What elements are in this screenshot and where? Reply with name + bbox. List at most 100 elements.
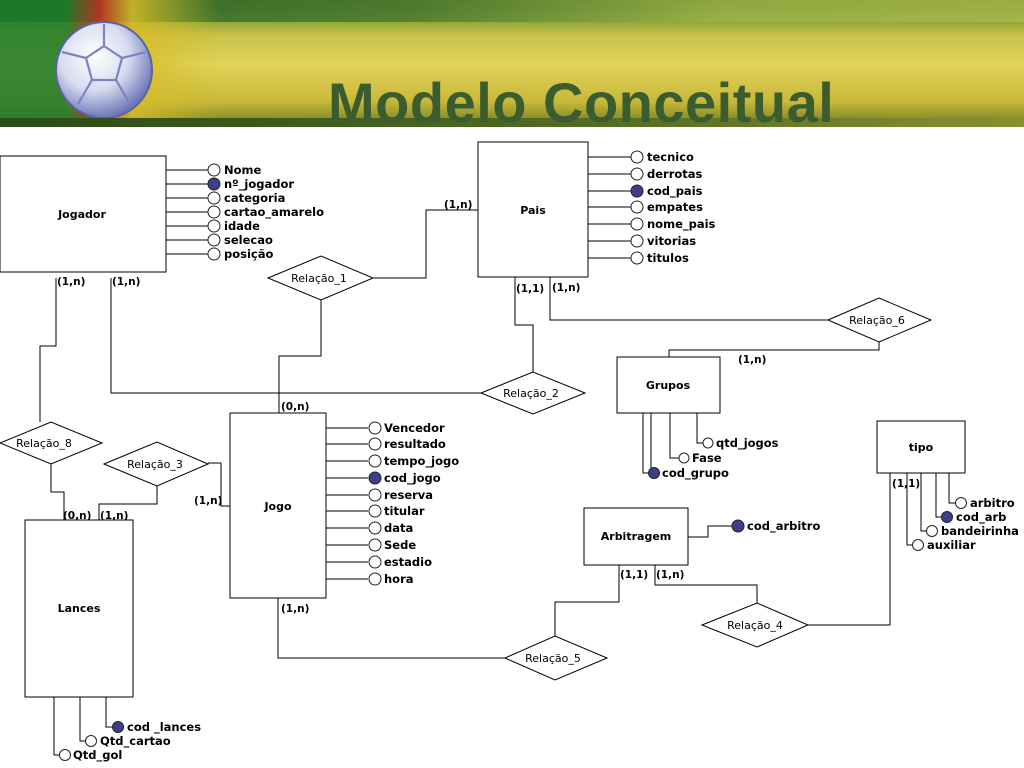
cardinality-label: (1,1) bbox=[620, 569, 648, 581]
attribute-label: categoria bbox=[224, 191, 285, 205]
cardinality-label: (1,n) bbox=[281, 603, 309, 615]
entity-name-grupos: Grupos bbox=[646, 379, 691, 392]
attribute-label: reserva bbox=[384, 488, 433, 502]
soccer-ball-icon bbox=[55, 21, 153, 119]
attribute-circle bbox=[207, 247, 221, 261]
key-attribute-circle bbox=[368, 471, 382, 485]
relationship-name: Relação_8 bbox=[16, 437, 72, 450]
cardinality-label: (1,n) bbox=[444, 199, 472, 211]
entity-jogador: Jogador bbox=[0, 155, 167, 273]
attribute-label: cod _lances bbox=[127, 720, 201, 735]
entity-name-lances: Lances bbox=[58, 602, 101, 615]
cardinality-label: (1,n) bbox=[57, 276, 85, 288]
slide-header-banner: Modelo Conceitual bbox=[0, 0, 1024, 127]
cardinality-label: (1,n) bbox=[552, 282, 580, 294]
attribute-circle bbox=[368, 521, 382, 535]
cardinality-label: (0,n) bbox=[281, 401, 309, 413]
relationship-name: Relação_2 bbox=[503, 387, 559, 400]
slide-title: Modelo Conceitual bbox=[328, 71, 835, 127]
entity-grupos: Grupos bbox=[616, 356, 721, 414]
attribute-label: empates bbox=[647, 200, 703, 214]
attribute-label: qtd_jogos bbox=[716, 436, 779, 451]
attribute-label: nº_jogador bbox=[224, 177, 294, 192]
attribute-circle bbox=[630, 150, 644, 164]
header-bottom-strip bbox=[0, 118, 1024, 127]
attribute-label: Sede bbox=[384, 538, 416, 552]
cardinality-labels: (1,n) (1,n) (1,n) (1,1) (1,n) (1,n) (0,n… bbox=[57, 199, 920, 615]
attribute-label: cod_arb bbox=[956, 510, 1006, 525]
attribute-labels: Nome nº_jogador categoria cartao_amarelo… bbox=[73, 150, 1019, 763]
cardinality-label: (0,n) bbox=[63, 510, 91, 522]
attribute-label: Fase bbox=[692, 451, 722, 465]
attribute-circle bbox=[702, 437, 714, 449]
attribute-label: nome_pais bbox=[647, 217, 716, 232]
attribute-circle bbox=[912, 539, 924, 551]
connector-lines bbox=[39, 156, 956, 756]
attribute-circle bbox=[368, 504, 382, 518]
attribute-label: posição bbox=[224, 247, 273, 261]
attribute-label: cod_jogo bbox=[384, 471, 441, 486]
key-attribute-circle bbox=[731, 519, 745, 533]
attribute-label: bandeirinha bbox=[941, 524, 1019, 538]
entity-arbitragem: Arbitragem bbox=[583, 507, 689, 566]
attribute-circle bbox=[368, 572, 382, 586]
attribute-label: idade bbox=[224, 219, 260, 233]
relationship-name: Relação_6 bbox=[849, 314, 905, 327]
attribute-circle bbox=[368, 454, 382, 468]
attribute-circle bbox=[368, 421, 382, 435]
attribute-circle bbox=[368, 538, 382, 552]
attribute-label: tempo_jogo bbox=[384, 454, 459, 469]
entity-name-jogo: Jogo bbox=[263, 500, 292, 513]
attribute-label: estadio bbox=[384, 555, 432, 569]
attribute-circle bbox=[630, 251, 644, 265]
relationship-relacao-6: Relação_6 bbox=[826, 297, 933, 343]
attribute-label: tecnico bbox=[647, 150, 694, 164]
attribute-circle bbox=[955, 497, 967, 509]
relationship-relacao-5: Relação_5 bbox=[503, 635, 609, 681]
attribute-circle bbox=[207, 233, 221, 247]
attribute-circle bbox=[207, 163, 221, 177]
header-top-strip bbox=[0, 0, 1024, 22]
attribute-label: Vencedor bbox=[384, 421, 445, 435]
attribute-label: titulos bbox=[647, 251, 689, 265]
attribute-label: hora bbox=[384, 572, 414, 586]
attribute-circle bbox=[207, 205, 221, 219]
attribute-label: cartao_amarelo bbox=[224, 205, 324, 220]
attribute-markers bbox=[59, 150, 967, 761]
attribute-circle bbox=[630, 234, 644, 248]
relationship-relacao-8: Relação_8 bbox=[0, 421, 104, 465]
attribute-label: derrotas bbox=[647, 167, 703, 181]
cardinality-label: (1,1) bbox=[516, 283, 544, 295]
attribute-label: data bbox=[384, 521, 413, 535]
key-attribute-circle bbox=[941, 511, 953, 523]
attribute-circle bbox=[85, 735, 97, 747]
entity-tipo: tipo bbox=[876, 420, 966, 474]
attribute-label: cod_arbitro bbox=[747, 519, 820, 534]
attribute-label: selecao bbox=[224, 233, 273, 247]
attribute-circle bbox=[926, 525, 938, 537]
relationship-name: Relação_4 bbox=[727, 619, 783, 632]
cardinality-label: (1,1) bbox=[892, 478, 920, 490]
attribute-circle bbox=[59, 749, 71, 761]
entity-name-jogador: Jogador bbox=[57, 208, 106, 221]
attribute-label: Qtd_cartao bbox=[100, 734, 171, 749]
cardinality-label: (1,n) bbox=[656, 569, 684, 581]
attribute-label: cod_pais bbox=[647, 184, 703, 199]
cardinality-label: (1,n) bbox=[194, 495, 222, 507]
attribute-label: cod_grupo bbox=[662, 466, 729, 481]
entity-lances: Lances bbox=[24, 519, 134, 698]
key-attribute-circle bbox=[648, 467, 660, 479]
relationship-relacao-3: Relação_3 bbox=[102, 441, 210, 487]
attribute-circle bbox=[368, 555, 382, 569]
entity-pais: Pais bbox=[477, 141, 589, 278]
entity-name-pais: Pais bbox=[520, 204, 546, 217]
attribute-label: Nome bbox=[224, 163, 262, 177]
entity-name-arbitragem: Arbitragem bbox=[601, 530, 672, 543]
relationship-relacao-1: Relação_1 bbox=[266, 255, 375, 301]
key-attribute-circle bbox=[112, 721, 124, 733]
key-attribute-circle bbox=[207, 177, 221, 191]
entity-jogo: Jogo bbox=[229, 412, 327, 599]
attribute-label: auxiliar bbox=[927, 538, 976, 552]
attribute-label: Qtd_gol bbox=[73, 748, 122, 763]
